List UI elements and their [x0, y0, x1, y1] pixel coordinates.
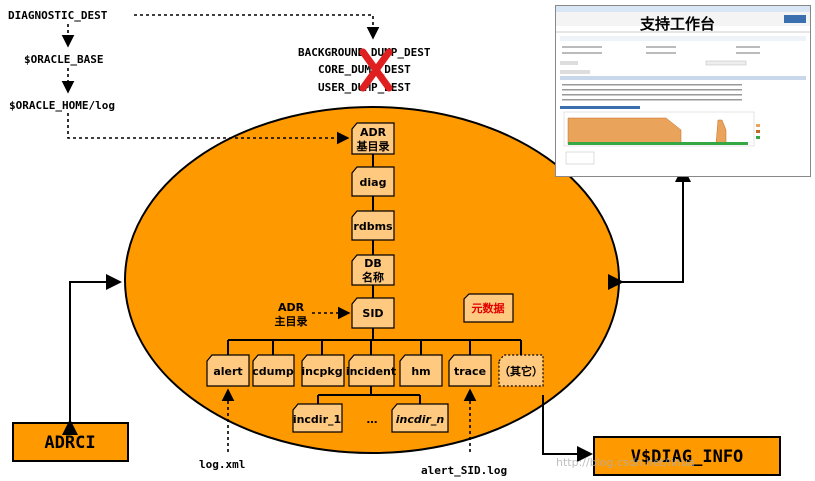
watermark: http://blog.csdn.net/lihua	[556, 456, 695, 469]
incdir-1-label: incdir_1	[293, 413, 341, 426]
v-diag-info-label: V$DIAG_INFO	[631, 447, 744, 467]
adr-base-label: ADR	[360, 126, 387, 139]
leaf-folder	[252, 354, 295, 387]
leaf-folder	[348, 354, 395, 387]
leaf-label: alert	[213, 365, 242, 378]
diag-folder	[351, 166, 395, 197]
support-workbench-screenshot	[555, 5, 811, 177]
leaf-folder	[498, 354, 544, 387]
arrow-adrci-ellipse	[62, 274, 122, 435]
oracle-home-log-label: $ORACLE_HOME/log	[9, 99, 115, 112]
arrow-home-to-adr-base	[67, 113, 350, 145]
diag-label: diag	[360, 176, 387, 189]
leaf-folder	[301, 354, 345, 387]
adr-home-label: ADR	[278, 301, 305, 314]
db-name-label: DB	[364, 257, 382, 270]
incdir-1-folder	[292, 403, 343, 433]
metadata-folder	[463, 293, 514, 323]
leaf-label: trace	[454, 365, 486, 378]
adr-home-label: 主目录	[275, 314, 308, 328]
leaf-folder	[206, 354, 250, 387]
adrci-label: ADRCI	[44, 433, 95, 453]
leaf-label: cdump	[252, 365, 294, 378]
support-workbench-title: 支持工作台	[640, 15, 716, 33]
rdbms-label: rdbms	[353, 220, 393, 233]
leaf-label: incident	[346, 365, 396, 378]
leaf-folder	[399, 354, 443, 387]
deprecated-param: CORE_DUMP_DEST	[318, 63, 411, 76]
arrow-diag-to-deprecated	[134, 14, 380, 40]
db-name-folder	[351, 254, 395, 286]
leaf-folder	[448, 354, 492, 387]
oracle-base-label: $ORACLE_BASE	[24, 53, 103, 66]
v-diag-info-box	[593, 436, 781, 476]
adr-base-folder	[351, 122, 395, 155]
log-xml-label: log.xml	[199, 458, 245, 471]
incdir-ellipsis: …	[367, 413, 378, 426]
incdir-n-folder	[391, 403, 449, 433]
deprecated-cross-icon	[359, 48, 393, 92]
leaf-label: hm	[411, 365, 430, 378]
sid-label: SID	[362, 307, 383, 320]
sid-folder	[351, 297, 395, 329]
incdir-n-label: incdir_n	[396, 413, 445, 426]
db-name-label: 名称	[362, 270, 384, 284]
alert-sid-log-label: alert_SID.log	[421, 464, 507, 477]
leaf-label: （其它）	[499, 364, 543, 378]
metadata-label: 元数据	[472, 301, 505, 315]
rdbms-folder	[351, 210, 395, 241]
arrow-workbench-ellipse	[608, 166, 691, 290]
leaf-label: incpkg	[301, 365, 342, 378]
adr-base-label: 基目录	[356, 139, 390, 153]
support-workbench-thumbnail	[556, 6, 810, 165]
diagnostic-dest-label: DIAGNOSTIC_DEST	[8, 9, 108, 22]
arrow-to-v-diag-info	[542, 395, 593, 462]
